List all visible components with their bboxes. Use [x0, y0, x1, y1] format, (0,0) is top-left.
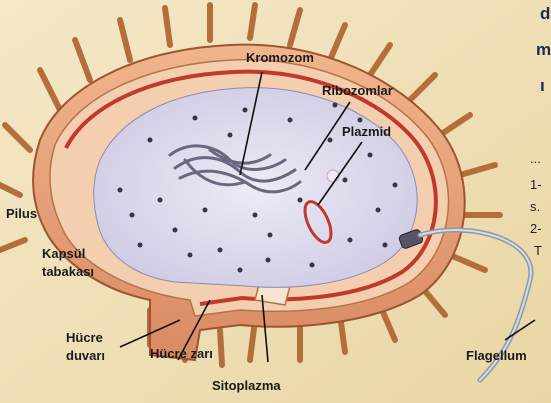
side-note-5: T: [534, 242, 542, 260]
label-hucre-duvari-line2: duvarı: [66, 348, 105, 364]
label-pilus: Pilus: [6, 206, 37, 222]
side-text-line3: ı: [540, 74, 545, 98]
side-note-4: 2-: [530, 220, 542, 238]
label-kromozom: Kromozom: [246, 50, 314, 66]
side-note-1: ...: [530, 150, 541, 168]
label-flagellum: Flagellum: [466, 348, 527, 364]
label-ribozomlar: Ribozomlar: [322, 83, 393, 99]
side-note-3: s.: [530, 198, 540, 216]
label-hucre-zari: Hücre zarı: [150, 346, 213, 362]
label-kapsul-line2: tabakası: [42, 264, 94, 280]
label-kapsul-line1: Kapsül: [42, 246, 85, 262]
label-hucre-duvari-line1: Hücre: [66, 330, 103, 346]
side-text-line2: m: [536, 38, 551, 62]
label-plazmid: Plazmid: [342, 124, 391, 140]
label-sitoplazma: Sitoplazma: [212, 378, 281, 394]
side-note-2: 1-: [530, 176, 542, 194]
side-text-line1: d: [540, 2, 550, 26]
granule: [327, 170, 339, 182]
